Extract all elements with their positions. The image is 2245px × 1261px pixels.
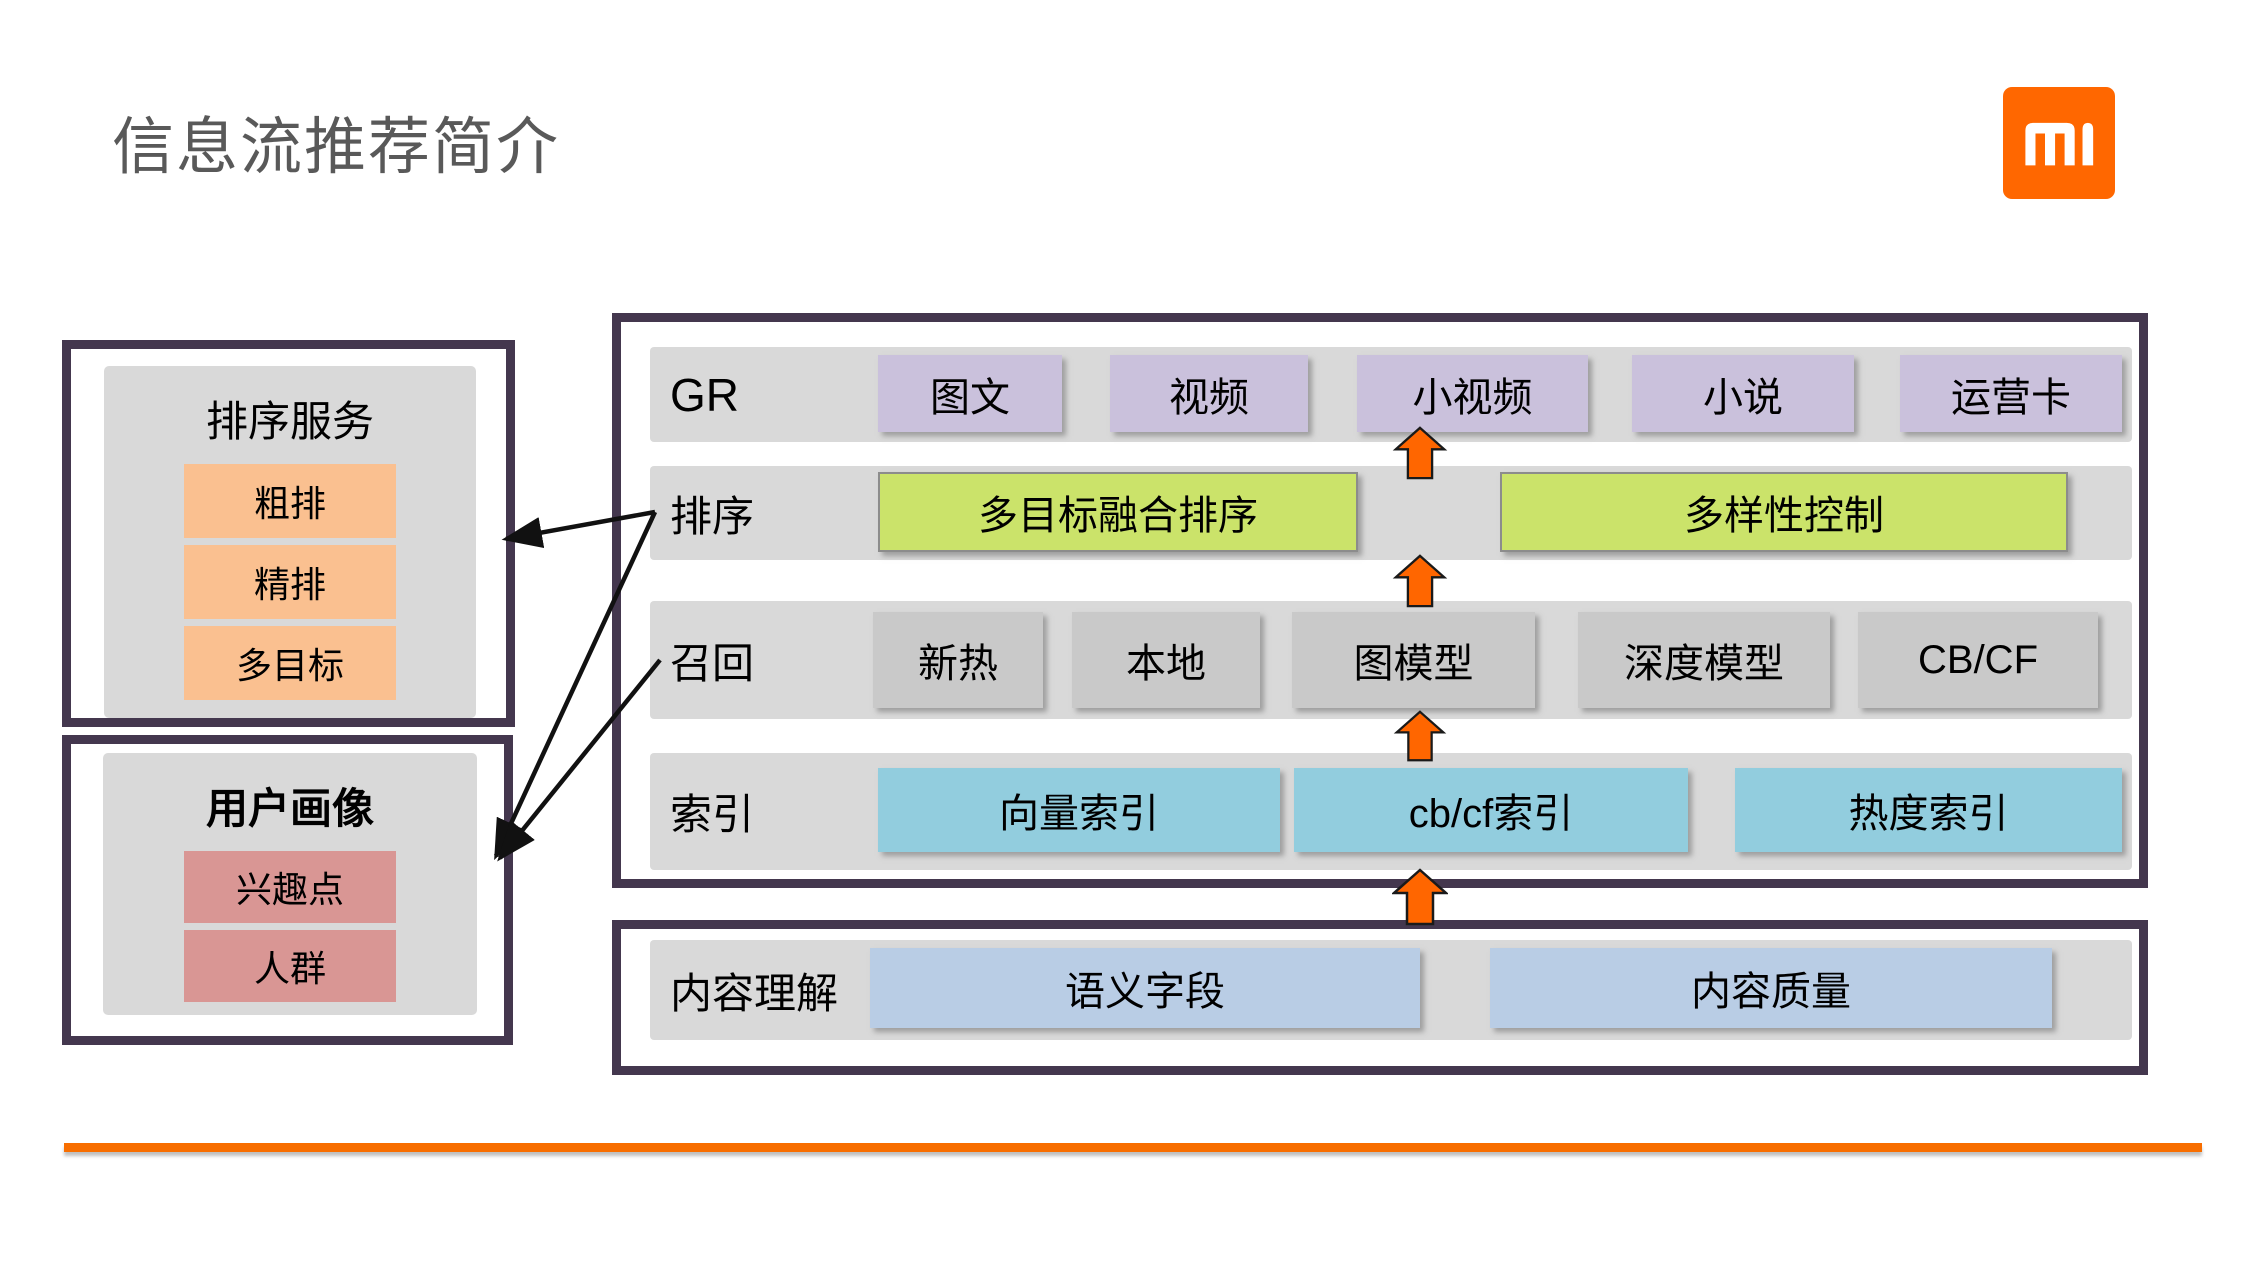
recall-item-local: 本地 — [1072, 612, 1260, 708]
panel-item-crowd: 人群 — [184, 930, 396, 1002]
pipeline-row-index: 索引 向量索引 cb/cf索引 热度索引 — [650, 753, 2132, 870]
row-label-content-understanding: 内容理解 — [670, 969, 839, 1017]
recall-item-graph-model: 图模型 — [1292, 612, 1535, 708]
cu-item-content-quality: 内容质量 — [1490, 948, 2052, 1028]
ranking-service-inner: 排序服务 粗排 精排 多目标 — [104, 366, 476, 718]
panel-item-coarse-rank: 粗排 — [184, 464, 396, 538]
user-profile-title: 用户画像 — [205, 785, 374, 832]
row-label-gr: GR — [670, 368, 739, 421]
gr-item-novel: 小说 — [1632, 355, 1854, 432]
recall-item-cb-cf: CB/CF — [1858, 612, 2098, 708]
panel-item-interest-points: 兴趣点 — [184, 851, 396, 923]
index-item-heat-index: 热度索引 — [1735, 768, 2122, 852]
user-profile-items: 兴趣点 人群 — [103, 851, 477, 1002]
ranking-item-multiobjective-fusion: 多目标融合排序 — [878, 472, 1358, 552]
flow-up-arrow-4 — [1392, 868, 1448, 926]
panel-item-multi-objective: 多目标 — [184, 626, 396, 700]
cu-item-semantic-fields: 语义字段 — [870, 948, 1420, 1028]
row-label-index: 索引 — [670, 791, 755, 838]
index-item-cbcf-index: cb/cf索引 — [1294, 768, 1688, 852]
gr-item-operation-card: 运营卡 — [1900, 355, 2122, 432]
index-item-vector-index: 向量索引 — [878, 768, 1280, 852]
content-understanding-row: 内容理解 语义字段 内容质量 — [650, 940, 2132, 1040]
gr-item-imagetext: 图文 — [878, 355, 1062, 432]
user-profile-inner: 用户画像 兴趣点 人群 — [103, 753, 477, 1015]
recall-item-deep-model: 深度模型 — [1578, 612, 1830, 708]
page-title: 信息流推荐简介 — [112, 113, 561, 182]
ranking-item-diversity-control: 多样性控制 — [1500, 472, 2068, 552]
pipeline-row-gr: GR 图文 视频 小视频 小说 运营卡 — [650, 347, 2132, 442]
user-profile-panel: 用户画像 兴趣点 人群 — [62, 735, 513, 1045]
flow-up-arrow-3 — [1393, 710, 1447, 762]
mi-logo-glyph — [2025, 122, 2094, 166]
ranking-service-panel: 排序服务 粗排 精排 多目标 — [62, 340, 515, 727]
xiaomi-logo — [2003, 87, 2115, 199]
panel-item-fine-rank: 精排 — [184, 545, 396, 619]
ranking-service-title: 排序服务 — [205, 398, 374, 445]
ranking-service-items: 粗排 精排 多目标 — [104, 464, 476, 700]
recall-item-new-hot: 新热 — [873, 612, 1043, 708]
gr-item-short-video: 小视频 — [1357, 355, 1588, 432]
gr-item-video: 视频 — [1110, 355, 1308, 432]
row-label-ranking: 排序 — [670, 492, 755, 540]
pipeline-row-ranking: 排序 多目标融合排序 多样性控制 — [650, 466, 2132, 560]
pipeline-row-recall: 召回 新热 本地 图模型 深度模型 CB/CF — [650, 601, 2132, 719]
bottom-divider — [64, 1143, 2202, 1152]
flow-up-arrow-2 — [1392, 554, 1448, 608]
flow-up-arrow-1 — [1392, 426, 1448, 480]
row-label-recall: 召回 — [670, 639, 755, 687]
